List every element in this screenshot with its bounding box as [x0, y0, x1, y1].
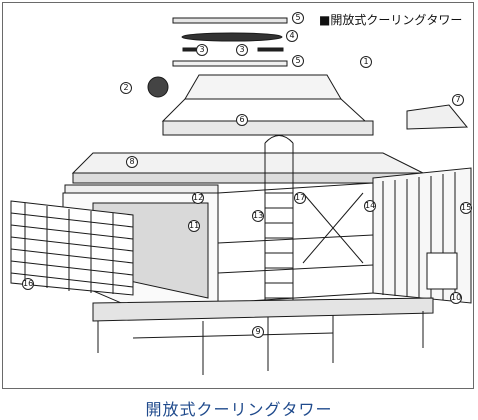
callout-4: 4 [286, 30, 298, 42]
callout-16: 16 [22, 278, 34, 290]
callout-13: 13 [252, 210, 264, 222]
callout-17: 17 [294, 192, 306, 204]
fan-stack [161, 98, 367, 122]
callout-8: 8 [126, 156, 138, 168]
diagram-frame: ■開放式クーリングタワー [2, 2, 474, 389]
fan-cover [184, 74, 342, 100]
sprinkler-head-part [181, 32, 283, 42]
callout-14: 14 [364, 200, 376, 212]
callout-5b: 5 [292, 55, 304, 67]
callout-5a: 5 [292, 12, 304, 24]
diagram-title: ■開放式クーリングタワー [319, 13, 463, 27]
nozzle-part-right [257, 47, 284, 52]
callout-7: 7 [452, 94, 464, 106]
callout-15: 15 [460, 202, 472, 214]
base-frame [92, 297, 434, 375]
inlet-louver [10, 200, 134, 296]
callout-2: 2 [120, 82, 132, 94]
cooling-tower-diagram [10, 17, 472, 375]
motor [147, 76, 169, 98]
top-plate-part [172, 17, 288, 24]
callout-10: 10 [450, 292, 462, 304]
callout-6: 6 [236, 114, 248, 126]
lower-plate-part [172, 60, 288, 67]
callout-9: 9 [252, 326, 264, 338]
access-panel [406, 104, 469, 130]
control-box [426, 252, 458, 290]
diagram-caption: 開放式クーリングタワー [145, 400, 333, 419]
callout-1: 1 [360, 56, 372, 68]
callout-11: 11 [188, 220, 200, 232]
callout-3b: 3 [236, 44, 248, 56]
callout-3a: 3 [196, 44, 208, 56]
callout-12: 12 [192, 192, 204, 204]
ladder [264, 135, 294, 313]
